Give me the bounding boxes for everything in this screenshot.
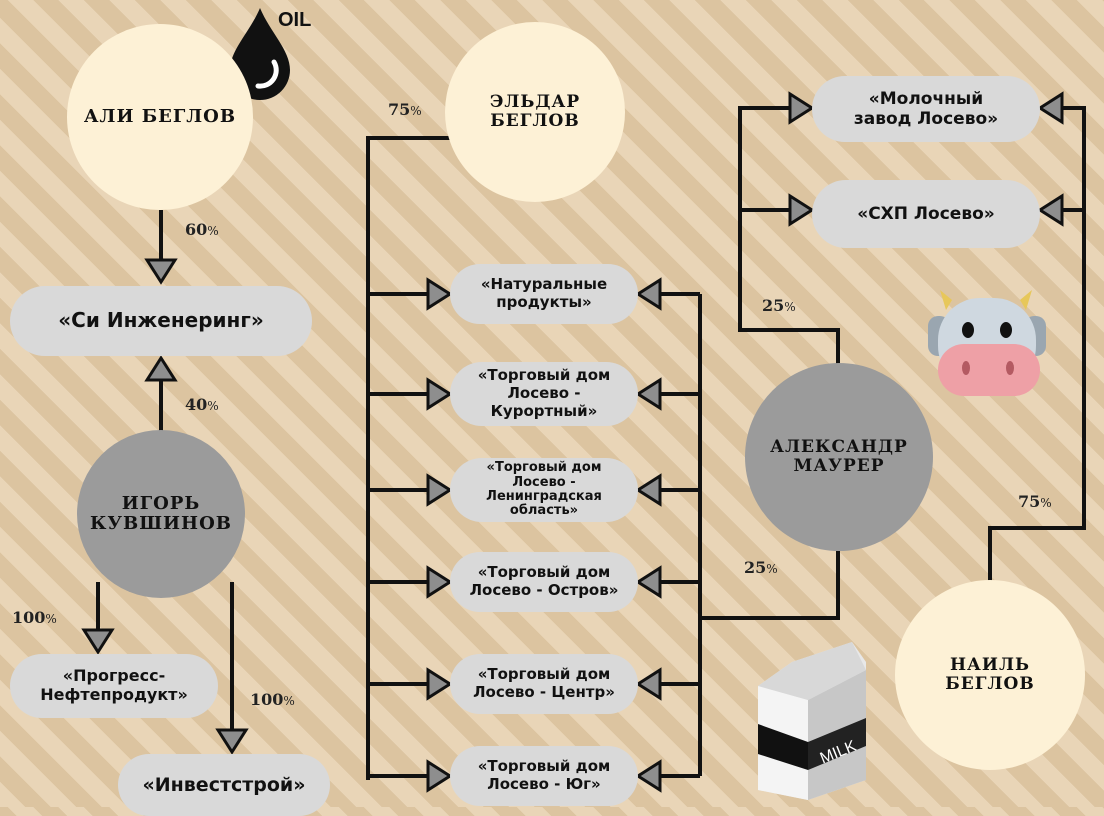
person-name-line1: АЛЕКСАНДР xyxy=(770,437,908,458)
line-alexander-dairy xyxy=(738,106,840,366)
oil-drop-icon: OIL xyxy=(230,8,311,100)
person-ali-beglov: АЛИ БЕГЛОВ xyxy=(67,24,253,210)
company-td-losevo-ostrov: «Торговый дом Лосево - Остров» xyxy=(450,552,638,612)
company-name-line1: «Торговый дом xyxy=(486,460,602,476)
company-name-line1: «Торговый дом xyxy=(477,757,611,776)
person-name-line2: КУВШИНОВ xyxy=(90,513,232,534)
milk-carton-icon: MILK xyxy=(758,642,866,800)
arrow-alexander-dairy xyxy=(788,91,815,125)
company-td-losevo-center: «Торговый дом Лосево - Центр» xyxy=(450,654,638,714)
arrow-nail-dairy xyxy=(1037,91,1064,125)
arrow-igor-investstroy xyxy=(215,728,249,755)
company-name: «Си Инженеринг» xyxy=(58,308,264,333)
share-nail-dairy: 75% xyxy=(1018,492,1052,511)
share-alexander-td: 25% xyxy=(744,558,778,577)
share-eldar-td: 75% xyxy=(388,100,422,119)
share-igor-si: 40% xyxy=(185,395,219,414)
company-name-line2: Лосево - xyxy=(507,384,581,403)
company-name: «СХП Лосево» xyxy=(857,203,995,224)
company-name-line3: Ленинградская xyxy=(486,489,602,504)
company-name-line1: «Торговый дом xyxy=(477,563,611,582)
company-naturalnye-produkty: «Натуральные продукты» xyxy=(450,264,638,324)
cow-icon xyxy=(928,290,1046,396)
company-name-line2: Лосево - xyxy=(512,474,576,490)
arrow-eldar-td xyxy=(426,473,453,507)
person-name-line2: БЕГЛОВ xyxy=(945,674,1035,694)
company-name-line2: Нефтепродукт» xyxy=(40,685,188,704)
arrow-ali-si xyxy=(144,258,178,285)
person-eldar-beglov: ЭЛЬДАР БЕГЛОВ xyxy=(445,22,625,202)
company-name-line1: «Молочный xyxy=(868,88,984,109)
arrow-eldar-td xyxy=(426,759,453,793)
arrow-alexander-td xyxy=(635,667,662,701)
share-alexander-dairy: 25% xyxy=(762,296,796,315)
person-name-line1: ЭЛЬДАР xyxy=(489,92,581,113)
arrow-alexander-td xyxy=(635,759,662,793)
person-name-line2: МАУРЕР xyxy=(793,456,885,476)
person-name-line1: ИГОРЬ xyxy=(121,493,201,515)
arrow-eldar-td xyxy=(426,667,453,701)
company-name-line1: «Прогресс- xyxy=(62,666,166,686)
company-name-line1: «Торговый дом xyxy=(477,665,611,684)
company-name-line3: Курортный» xyxy=(490,401,598,420)
line-nail-dairy xyxy=(988,106,1086,590)
person-name-line2: БЕГЛОВ xyxy=(490,111,580,131)
person-igor-kuvshinov: ИГОРЬ КУВШИНОВ xyxy=(77,430,245,598)
line-eldar-bus xyxy=(366,136,465,780)
company-name-line2: Лосево - Остров» xyxy=(469,581,619,599)
arrow-igor-si xyxy=(144,355,178,382)
company-name-line2: завод Лосево» xyxy=(853,109,999,129)
company-name-line1: «Натуральные xyxy=(480,275,608,294)
company-name: «Инвестстрой» xyxy=(142,773,306,796)
arrow-alexander-td xyxy=(635,565,662,599)
arrow-igor-progress xyxy=(81,628,115,655)
arrow-nail-shp xyxy=(1037,193,1064,227)
person-name: АЛИ БЕГЛОВ xyxy=(83,106,237,128)
person-nail-beglov: НАИЛЬ БЕГЛОВ xyxy=(895,580,1085,770)
arrow-eldar-td xyxy=(426,377,453,411)
oil-label: OIL xyxy=(278,9,311,31)
company-si-engineering: «Си Инженеринг» xyxy=(10,286,312,356)
company-td-losevo-kurortny: «Торговый дом Лосево - Курортный» xyxy=(450,362,638,426)
share-igor-progress: 100% xyxy=(12,608,57,627)
company-molochny-zavod-losevo: «Молочный завод Лосево» xyxy=(812,76,1040,142)
company-name-line4: область» xyxy=(509,503,579,519)
person-alexander-maurer: АЛЕКСАНДР МАУРЕР xyxy=(745,363,933,551)
share-igor-investstroy: 100% xyxy=(250,690,295,709)
company-investstroy: «Инвестстрой» xyxy=(118,754,330,816)
company-td-losevo-yug: «Торговый дом Лосево - Юг» xyxy=(450,746,638,806)
arrow-alexander-td xyxy=(635,277,662,311)
arrow-alexander-shp xyxy=(788,193,815,227)
arrow-alexander-td xyxy=(635,377,662,411)
company-name-line2: Лосево - Юг» xyxy=(487,775,601,793)
company-progress-nefteprodukt: «Прогресс- Нефтепродукт» xyxy=(10,654,218,718)
arrow-alexander-td xyxy=(635,473,662,507)
company-name-line2: продукты» xyxy=(496,293,592,311)
company-shp-losevo: «СХП Лосево» xyxy=(812,180,1040,248)
person-name-line1: НАИЛЬ xyxy=(949,655,1031,676)
arrow-eldar-td xyxy=(426,565,453,599)
company-name-line2: Лосево - Центр» xyxy=(473,683,615,701)
share-ali-si: 60% xyxy=(185,220,219,239)
line-alexander-td xyxy=(700,545,840,620)
company-td-losevo-lenoblast: «Торговый дом Лосево - Ленинградская обл… xyxy=(450,458,638,522)
company-name-line1: «Торговый дом xyxy=(477,366,611,385)
arrow-eldar-td xyxy=(426,277,453,311)
